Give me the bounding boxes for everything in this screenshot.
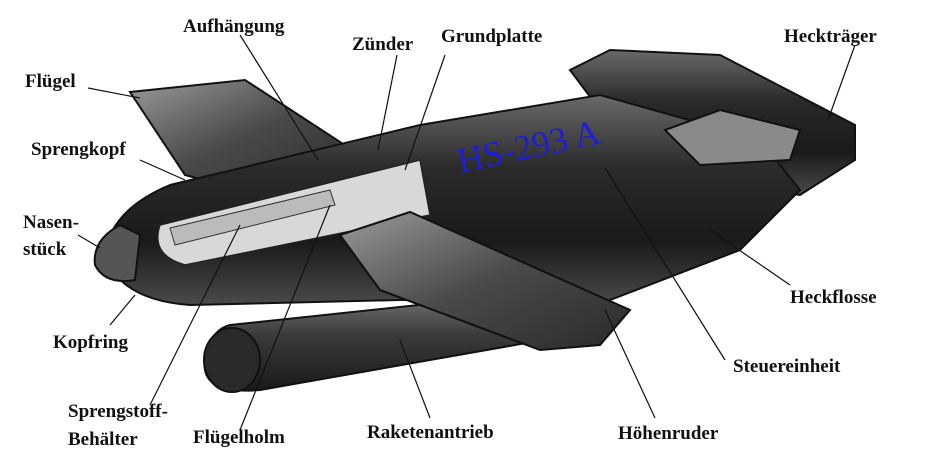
rocket-nozzle-end [203, 327, 261, 393]
label-steuereinheit: Steuereinheit [733, 356, 841, 377]
explosive-container [169, 189, 336, 246]
fuselage [103, 93, 802, 307]
label-kopfring: Kopfring [53, 332, 128, 353]
label-sprengstoff-line1: Sprengstoff- [68, 401, 168, 422]
label-grundplatte: Grundplatte [441, 26, 543, 47]
label-nasen-line1: Nasen- [23, 212, 79, 233]
tail-fin [663, 108, 802, 167]
label-zuender: Zünder [352, 34, 414, 55]
label-hoehenruder: Höhenruder [618, 423, 719, 444]
label-heckflosse: Heckflosse [790, 287, 877, 308]
label-raketenantrieb: Raketenantrieb [367, 422, 494, 443]
label-nasen-line2: stück [23, 239, 67, 260]
label-aufhaengung: Aufhängung [183, 16, 285, 37]
label-sprengstoff-line2: Behälter [68, 429, 138, 450]
label-sprengkopf: Sprengkopf [31, 139, 126, 160]
lower-wing [338, 210, 632, 352]
nose-piece [93, 223, 142, 282]
leader-lines [77, 34, 856, 431]
label-fluegel: Flügel [25, 71, 76, 92]
label-hecktraeger: Heckträger [784, 26, 877, 47]
label-fluegelholm: Flügelholm [193, 427, 285, 448]
